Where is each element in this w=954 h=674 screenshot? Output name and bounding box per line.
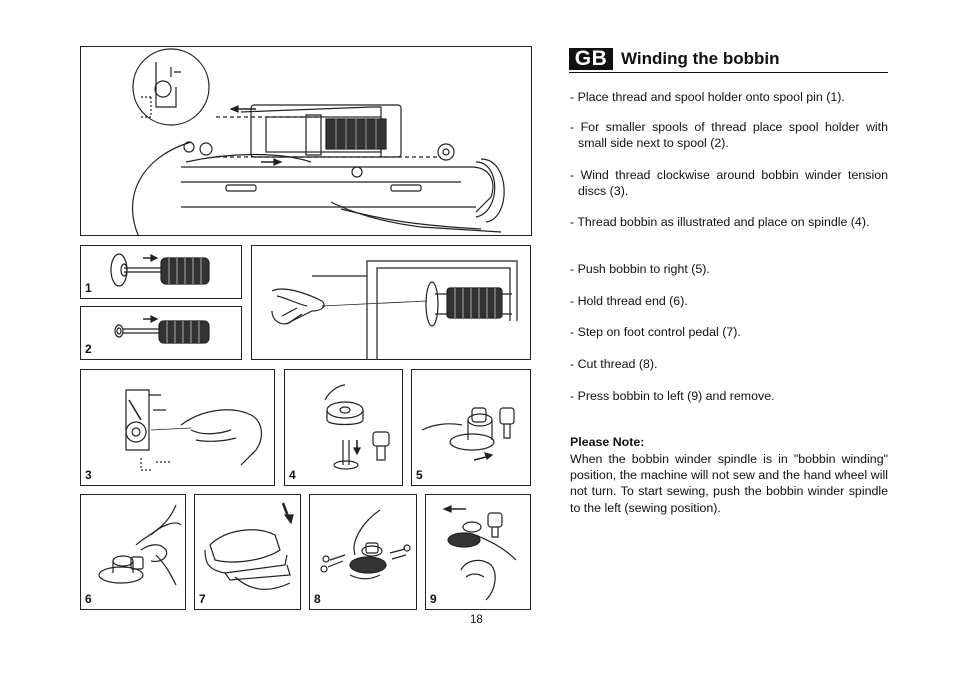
- figure-5: 5: [411, 369, 531, 486]
- instruction-9: - Press bobbin to left (9) and remove.: [570, 389, 775, 403]
- tension-disc-illustration: [125, 389, 263, 471]
- figure-8: 8: [309, 494, 417, 610]
- figure-machine-overview: [80, 46, 532, 236]
- small-spool-illustration: [114, 315, 210, 344]
- figure-number: 3: [85, 468, 92, 482]
- figure-number: 1: [85, 281, 92, 295]
- language-badge: GB: [569, 48, 613, 70]
- hand-thread-illustration: [271, 260, 518, 359]
- instruction-6: - Hold thread end (6).: [570, 294, 688, 308]
- instruction-1: - Place thread and spool holder onto spo…: [570, 90, 845, 104]
- figure-number: 7: [199, 592, 206, 606]
- figure-3: 3: [80, 369, 275, 486]
- cut-thread-illustration: [320, 509, 411, 580]
- instruction-7: - Step on foot control pedal (7).: [570, 325, 741, 339]
- note-title: Please Note:: [570, 435, 645, 449]
- figure-1: 1: [80, 245, 242, 299]
- note-body: When the bobbin winder spindle is in "bo…: [570, 452, 888, 515]
- instruction-4: - Thread bobbin as illustrated and place…: [570, 215, 870, 229]
- figure-2: 2: [80, 306, 242, 360]
- figure-6: 6: [80, 494, 186, 610]
- page-title: Winding the bobbin: [621, 49, 780, 68]
- bobbin-threading-illustration: [324, 384, 390, 470]
- instruction-5: - Push bobbin to right (5).: [570, 262, 710, 276]
- hold-thread-illustration: [98, 504, 182, 586]
- section-header: GB Winding the bobbin: [569, 47, 888, 73]
- figure-4: 4: [284, 369, 403, 486]
- figure-9: 9: [425, 494, 531, 610]
- remove-bobbin-illustration: [442, 505, 517, 601]
- figure-number: 6: [85, 592, 92, 606]
- instruction-3: - Wind thread clockwise around bobbin wi…: [570, 168, 888, 198]
- page-number: 18: [470, 614, 483, 626]
- bobbin-push-right-illustration: [421, 407, 515, 461]
- figure-number: 4: [289, 468, 296, 482]
- instruction-8: - Cut thread (8).: [570, 357, 658, 371]
- instruction-2: - For smaller spools of thread place spo…: [570, 120, 888, 150]
- foot-pedal-illustration: [204, 502, 294, 590]
- figure-number: 9: [430, 592, 437, 606]
- figure-number: 2: [85, 342, 92, 356]
- figure-number: 5: [416, 468, 423, 482]
- sewing-machine-illustration: [131, 48, 505, 235]
- figure-number: 8: [314, 592, 321, 606]
- figure-7: 7: [194, 494, 301, 610]
- spool-holder-illustration: [110, 253, 210, 287]
- figure-hand-threading: [251, 245, 531, 360]
